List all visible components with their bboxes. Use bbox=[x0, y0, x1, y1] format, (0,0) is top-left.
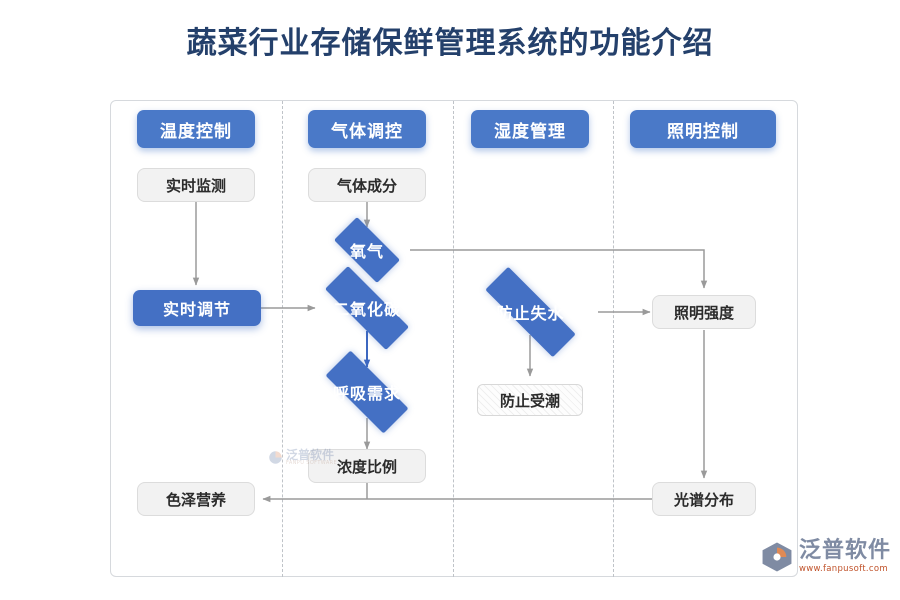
node-oxygen[interactable]: 氧气 bbox=[324, 217, 410, 283]
node-prevent-water-loss[interactable]: 防止失水 bbox=[463, 266, 598, 358]
column-divider-1 bbox=[282, 101, 283, 577]
column-header-label: 湿度管理 bbox=[494, 121, 566, 142]
node-carbon-dioxide[interactable]: 二氧化碳 bbox=[306, 266, 428, 350]
node-light-intensity[interactable]: 照明强度 bbox=[652, 295, 756, 329]
node-real-time-monitoring[interactable]: 实时监测 bbox=[137, 168, 255, 202]
node-color-nutrition[interactable]: 色泽营养 bbox=[137, 482, 255, 516]
column-divider-3 bbox=[613, 101, 614, 577]
node-label: 浓度比例 bbox=[336, 457, 397, 476]
node-concentration-ratio[interactable]: 浓度比例 bbox=[308, 449, 426, 483]
node-label: 二氧化碳 bbox=[332, 300, 401, 319]
node-label: 防止受潮 bbox=[499, 391, 560, 410]
logo-name: 泛普软件 bbox=[799, 538, 892, 564]
node-label: 光谱分布 bbox=[673, 490, 734, 509]
node-prevent-dampness[interactable]: 防止受潮 bbox=[477, 384, 583, 416]
column-divider-2 bbox=[453, 101, 454, 577]
node-label: 防止失水 bbox=[496, 304, 565, 323]
node-label: 色泽营养 bbox=[165, 490, 226, 509]
logo-url: www.fanpusoft.com bbox=[799, 564, 888, 575]
column-header-gas[interactable]: 气体调控 bbox=[308, 110, 426, 148]
column-header-label: 气体调控 bbox=[331, 121, 403, 142]
fanpu-logo-icon bbox=[762, 542, 792, 572]
node-label: 照明强度 bbox=[673, 303, 734, 322]
node-label: 实时监测 bbox=[165, 176, 226, 195]
node-label: 呼吸需求 bbox=[332, 384, 401, 403]
node-label: 氧气 bbox=[349, 242, 384, 261]
brand-logo: 泛普软件 www.fanpusoft.com bbox=[760, 540, 891, 574]
page-title: 蔬菜行业存储保鲜管理系统的功能介绍 bbox=[186, 26, 714, 61]
column-header-temperature[interactable]: 温度控制 bbox=[137, 110, 255, 148]
node-real-time-adjustment[interactable]: 实时调节 bbox=[133, 290, 261, 326]
node-spectrum-distribution[interactable]: 光谱分布 bbox=[652, 482, 756, 516]
column-header-label: 照明控制 bbox=[667, 121, 739, 142]
column-header-lighting[interactable]: 照明控制 bbox=[630, 110, 776, 148]
node-gas-composition[interactable]: 气体成分 bbox=[308, 168, 426, 202]
node-label: 气体成分 bbox=[336, 176, 397, 195]
node-label: 实时调节 bbox=[162, 300, 231, 319]
column-header-label: 温度控制 bbox=[160, 121, 232, 142]
node-respiration-demand[interactable]: 呼吸需求 bbox=[309, 350, 425, 434]
column-header-humidity[interactable]: 湿度管理 bbox=[471, 110, 589, 148]
